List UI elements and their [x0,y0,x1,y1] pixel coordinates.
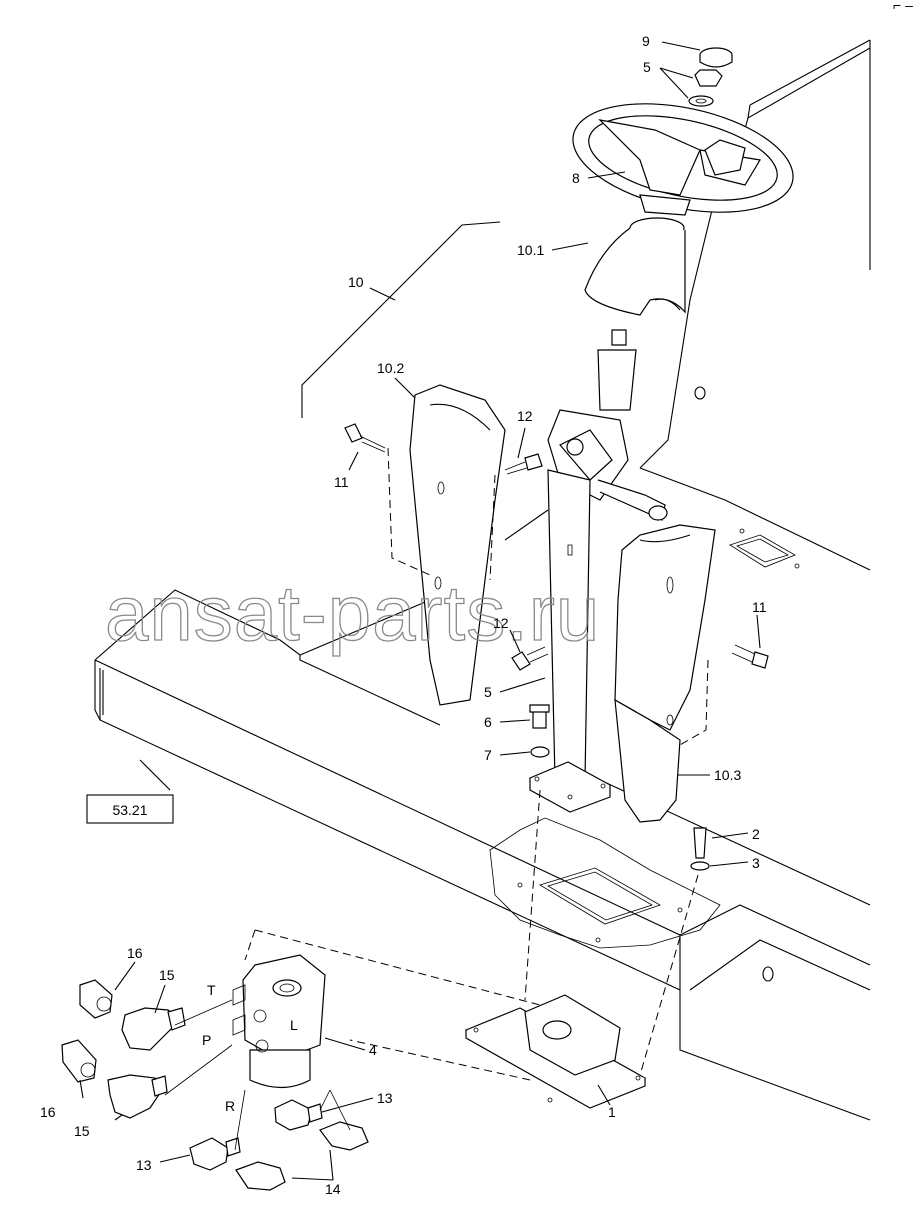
port-label-r: R [225,1098,235,1114]
callout-5-nut: 5 [643,59,651,75]
hydraulic-fittings [61,979,369,1191]
cab-body [94,39,871,1121]
steering-column [528,329,668,813]
callout-12-lower: 12 [493,615,509,631]
hub-cover [584,217,686,316]
screws [344,423,769,871]
callout-3: 3 [752,855,760,871]
callout-10: 10 [348,274,364,290]
callout-2: 2 [752,826,760,842]
reference-box-label: 53.21 [112,802,147,818]
callout-13-right: 13 [377,1090,393,1106]
callout-12-upper: 12 [517,408,533,424]
callout-15-upper: 15 [159,967,175,983]
callout-4: 4 [369,1042,377,1058]
callout-15-lower: 15 [74,1123,90,1139]
corner-mark: ⌐ ‒ [893,0,913,13]
callout-8: 8 [572,170,580,186]
callout-10-2: 10.2 [377,360,404,376]
callout-9: 9 [642,33,650,49]
right-shroud [614,524,716,823]
callout-6: 6 [484,714,492,730]
watermark: ansat-parts.ru [105,569,600,657]
callout-16-lower: 16 [40,1104,56,1120]
left-shroud [409,384,506,706]
callout-labels: 9 5 8 10.1 10 10.2 12 11 12 11 5 6 7 10.… [40,33,767,1197]
port-label-l: L [290,1017,298,1033]
steering-wheel [572,103,794,216]
shroud-link-line [504,509,549,541]
mounting-plate [464,994,647,1109]
leader-lines [79,41,761,1181]
cap-and-nut [688,47,733,107]
reference-box[interactable]: 53.21 [86,794,174,824]
assembly-lines [164,447,709,1151]
callout-14: 14 [325,1181,341,1197]
callout-10-1: 10.1 [517,242,544,258]
callout-11-right: 11 [752,599,767,615]
group-10-bracket [301,221,501,418]
port-label-p: P [202,1032,211,1048]
callout-11-left: 11 [334,474,349,490]
callout-1: 1 [608,1104,616,1120]
callout-16-upper: 16 [127,945,143,961]
callout-10-3: 10.3 [714,767,741,783]
callout-13-left: 13 [136,1157,152,1173]
steering-valve [232,954,326,1089]
callout-7: 7 [484,747,492,763]
port-label-t: T [207,982,216,998]
callout-5-column: 5 [484,684,492,700]
